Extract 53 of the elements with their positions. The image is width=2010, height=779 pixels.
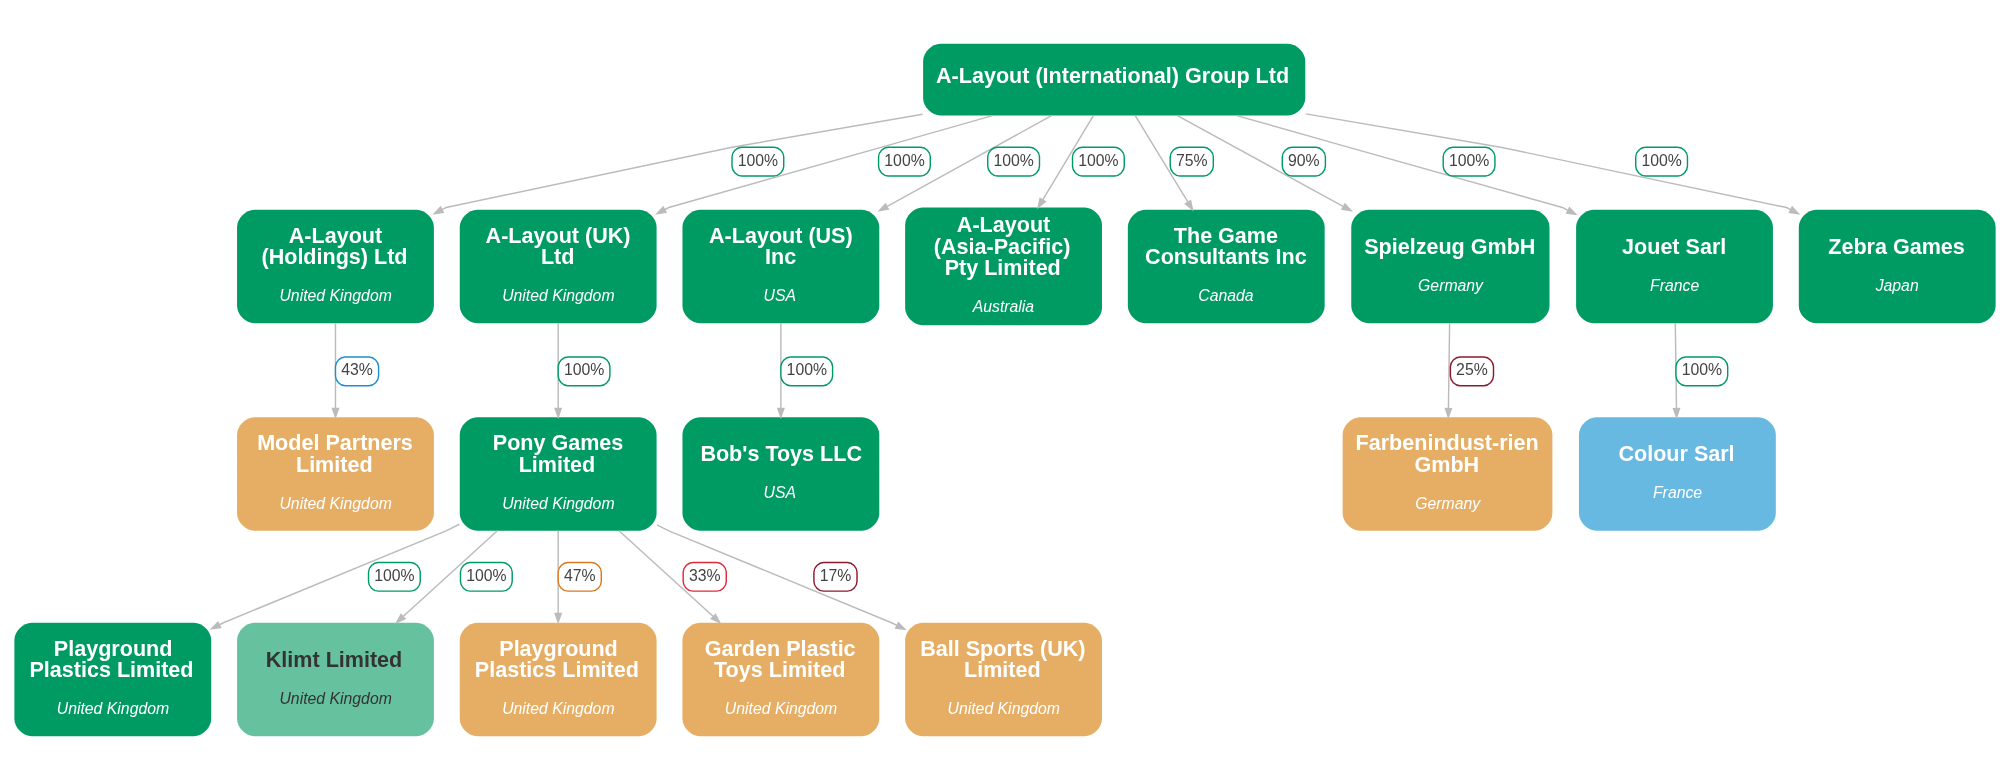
node-box: A-Layout (US) Inc USA xyxy=(682,209,880,323)
edge-label: 33% xyxy=(688,566,721,584)
node-box: A-Layout (Asia-Pacific) Pty Limited Australia xyxy=(905,207,1102,325)
arrow xyxy=(209,523,461,630)
node-box: Bob's Toys LLC USA xyxy=(682,416,880,531)
edge-label: 100% xyxy=(374,566,415,584)
edge-label: 100% xyxy=(563,360,605,378)
edge-label: 100% xyxy=(737,151,779,169)
node-box: Garden Plastic Toys Limited United Kingdom xyxy=(682,622,880,736)
node-box: Playground Plastics Limited United Kingdom xyxy=(14,622,212,736)
edge-label: 100% xyxy=(466,566,507,584)
node-box: Klimt Limited United Kingdom xyxy=(237,622,434,736)
arrow xyxy=(395,529,499,624)
edge-label: 100% xyxy=(1448,151,1490,169)
edge-label: 100% xyxy=(1078,151,1119,169)
edge-label: 100% xyxy=(786,360,828,378)
node-box: Ball Sports (UK) Limited United Kingdom xyxy=(905,622,1102,736)
edge-label: 100% xyxy=(993,151,1034,169)
edge-label: 17% xyxy=(819,566,852,584)
arrow xyxy=(554,529,563,624)
node-box: Jouet Sarl France xyxy=(1576,209,1773,323)
arrow xyxy=(1305,112,1801,215)
node-box: Colour Sarl France xyxy=(1579,416,1776,531)
edge-label: 100% xyxy=(1681,360,1723,378)
arrow xyxy=(618,529,722,624)
node-box: Zebra Games Japan xyxy=(1798,209,1996,323)
node-box: Playground Plastics Limited United Kingdom xyxy=(459,622,657,736)
arrow xyxy=(1176,114,1353,212)
node-box: Farbenindust-rien GmbH Germany xyxy=(1342,416,1553,531)
node-box: Model Partners Limited United Kingdom xyxy=(237,416,434,531)
edge-label: 75% xyxy=(1175,151,1208,169)
node-box: A-Layout (Holdings) Ltd United Kingdom xyxy=(237,209,434,323)
edge-label: 47% xyxy=(563,566,596,584)
arrow xyxy=(1672,322,1681,419)
arrow xyxy=(655,114,994,215)
arrow xyxy=(432,113,924,215)
node-box: A-Layout (International) Group Ltd xyxy=(923,43,1306,116)
arrow xyxy=(1037,114,1095,209)
arrow xyxy=(1444,322,1453,419)
node-box: A-Layout (UK) Ltd United Kingdom xyxy=(459,209,657,323)
node-box: Spielzeug GmbH Germany xyxy=(1351,209,1550,323)
arrow xyxy=(1235,114,1578,215)
arrow xyxy=(1134,114,1194,211)
edge-label: 43% xyxy=(341,360,373,378)
edge-label: 25% xyxy=(1456,360,1488,378)
arrow xyxy=(554,322,563,419)
edge-label: 100% xyxy=(884,151,925,169)
arrow xyxy=(776,322,785,419)
node-box: Pony Games Limited United Kingdom xyxy=(459,416,657,531)
arrow xyxy=(656,523,907,630)
edge-label: 100% xyxy=(1641,151,1682,169)
node-box: The Game Consultants Inc Canada xyxy=(1127,209,1325,323)
edge-label: 90% xyxy=(1288,151,1320,169)
